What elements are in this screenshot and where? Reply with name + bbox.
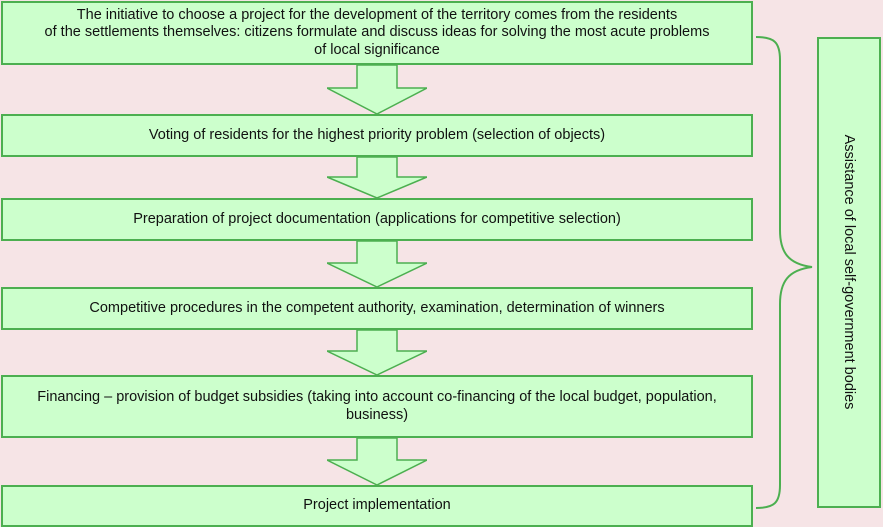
step-financing-box: Financing – provision of budget subsidie… [1, 375, 753, 438]
assistance-label: Assistance of local self-government bodi… [841, 134, 857, 410]
step-competition-text: Competitive procedures in the competent … [89, 299, 665, 316]
step-voting-box: Voting of residents for the highest prio… [1, 114, 753, 157]
step-documentation-box: Preparation of project documentation (ap… [1, 198, 753, 241]
arrow-down-2 [327, 157, 427, 198]
step-financing-text: Financing – provision of budget subsidie… [37, 389, 717, 423]
step-voting-text: Voting of residents for the highest prio… [148, 126, 606, 143]
assistance-box [817, 37, 881, 508]
step-implementation-text: Project implementation [303, 497, 451, 514]
step-financing-line-1: Financing – provision of budget subsidie… [37, 389, 717, 406]
step-competition-box: Competitive procedures in the competent … [1, 287, 753, 330]
step-initiative-line-1: The initiative to choose a project for t… [76, 7, 678, 24]
step-initiative-box: The initiative to choose a project for t… [1, 1, 753, 65]
step-initiative-line-2: of the settlements themselves: citizens … [44, 24, 710, 41]
step-documentation-text: Preparation of project documentation (ap… [133, 210, 621, 227]
arrow-down-5 [327, 438, 427, 485]
step-initiative-line-3: of local significance [314, 41, 440, 58]
right-brace [755, 36, 813, 509]
step-financing-line-2: business) [345, 406, 409, 423]
arrow-down-3 [327, 241, 427, 287]
step-initiative-text: The initiative to choose a project for t… [45, 7, 710, 58]
step-implementation-box: Project implementation [1, 485, 753, 527]
arrow-down-1 [327, 65, 427, 114]
arrow-down-4 [327, 330, 427, 375]
